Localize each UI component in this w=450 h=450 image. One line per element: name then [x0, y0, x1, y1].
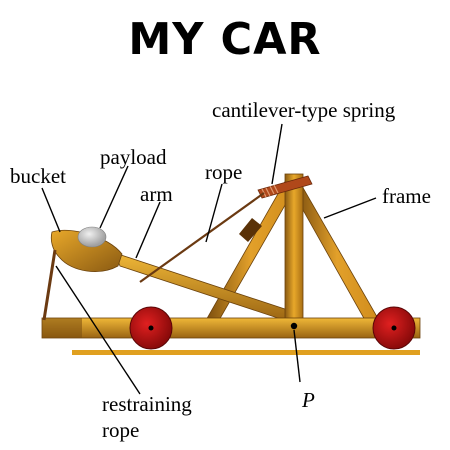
- leader-payload: [99, 165, 129, 229]
- diagram-title: MY CAR: [128, 14, 322, 65]
- right-wheel-hub: [391, 325, 397, 331]
- left-wheel-hub: [148, 325, 154, 331]
- arm-rope-line: [139, 192, 265, 283]
- frame-post: [284, 173, 304, 323]
- leader-lines: [41, 123, 377, 395]
- leader-arm: [135, 201, 161, 259]
- label-pivot-p: P: [302, 388, 315, 412]
- leader-restraining: [55, 265, 141, 395]
- leader-pivot: [293, 329, 301, 383]
- base-beam: [41, 317, 421, 339]
- label-cantilever-spring: cantilever-type spring: [212, 98, 396, 122]
- leader-spring: [271, 123, 283, 185]
- label-bucket: bucket: [10, 164, 66, 188]
- leader-bucket: [41, 187, 61, 233]
- leader-frame: [323, 197, 377, 219]
- pivot-point: [290, 322, 298, 330]
- ground-line: [72, 350, 420, 355]
- label-payload: payload: [100, 145, 167, 169]
- label-restraining-line2: rope: [102, 418, 140, 442]
- label-restraining-line1: restraining: [102, 392, 192, 416]
- leader-rope: [205, 183, 223, 243]
- restraining-rope-line: [42, 249, 57, 321]
- payload-ball: [77, 226, 107, 248]
- label-rope: rope: [205, 160, 243, 184]
- label-arm: arm: [140, 182, 173, 206]
- base-beam-end-shade: [42, 318, 82, 338]
- frame-right-leg: [293, 185, 381, 323]
- label-frame: frame: [382, 184, 431, 208]
- spring-bracket: [239, 218, 262, 242]
